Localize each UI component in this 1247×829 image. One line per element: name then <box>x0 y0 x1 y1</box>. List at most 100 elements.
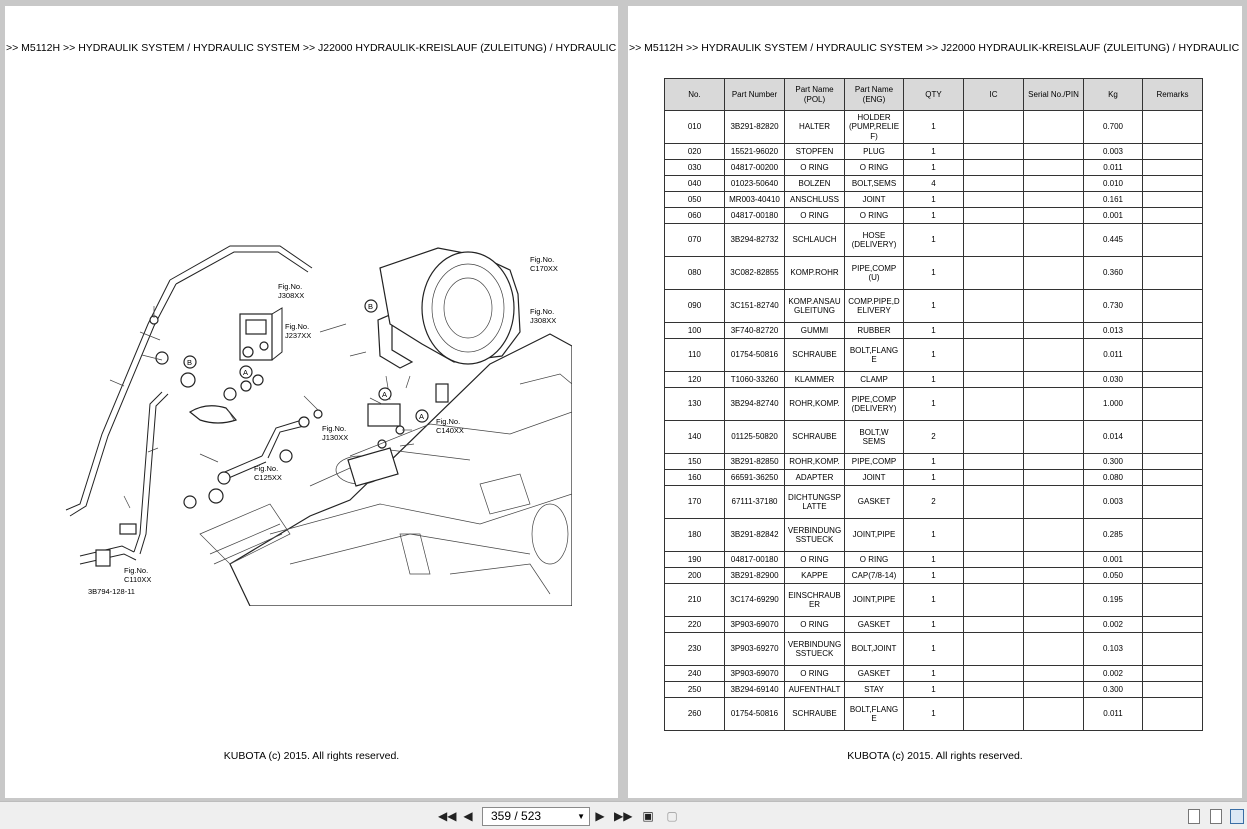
table-cell <box>1142 632 1203 666</box>
table-cell: 010 <box>664 110 725 144</box>
table-cell <box>1023 632 1084 666</box>
table-cell <box>1142 387 1203 421</box>
page-number-select[interactable]: 359 / 523 ▼ <box>482 807 590 826</box>
table-cell: PIPE,COMP(U) <box>844 256 904 290</box>
table-cell: SCHRAUBE <box>784 420 845 454</box>
table-cell: 3C174-69290 <box>724 583 785 617</box>
table-cell <box>963 223 1024 257</box>
marker-a-3: A <box>419 412 424 421</box>
table-cell: 3B294-69140 <box>724 681 785 698</box>
table-cell: 04817-00180 <box>724 207 785 224</box>
table-cell: 030 <box>664 159 725 176</box>
table-cell <box>963 567 1024 584</box>
table-cell: 1 <box>903 322 964 339</box>
table-cell: O RING <box>784 665 845 682</box>
table-cell: 1 <box>903 616 964 633</box>
table-cell: 1 <box>903 632 964 666</box>
fig-ref-5-a: Fig.No. <box>322 424 346 433</box>
table-cell: 1 <box>903 518 964 552</box>
continuous-view-icon[interactable] <box>1210 809 1222 824</box>
table-cell <box>963 697 1024 731</box>
table-cell <box>1023 567 1084 584</box>
table-cell <box>1142 469 1203 486</box>
table-cell <box>963 583 1024 617</box>
column-header: QTY <box>903 78 964 111</box>
table-cell: 3C151-82740 <box>724 289 785 323</box>
column-header: No. <box>664 78 725 111</box>
table-cell <box>1023 175 1084 192</box>
chevron-down-icon: ▼ <box>577 812 585 821</box>
fit-width-icon[interactable]: ▢ <box>666 809 678 823</box>
table-cell <box>1142 207 1203 224</box>
table-cell: 100 <box>664 322 725 339</box>
table-cell: 2 <box>903 420 964 454</box>
table-cell: 120 <box>664 371 725 388</box>
table-cell: STOPFEN <box>784 143 845 160</box>
column-header: Remarks <box>1142 78 1203 111</box>
valve-block <box>239 307 283 361</box>
parts-diagram: 110 B A B A A Fig.No. J308XX Fig.No. J23… <box>65 245 572 606</box>
table-cell: 020 <box>664 143 725 160</box>
fig-ref-8-a: Fig.No. <box>124 566 148 575</box>
next-page-icon[interactable]: ▶ <box>595 809 605 823</box>
table-cell <box>1142 175 1203 192</box>
fig-ref-5-b: J130XX <box>322 433 348 442</box>
table-cell: GASKET <box>844 485 904 519</box>
table-cell: 3B294-82740 <box>724 387 785 421</box>
table-cell: JOINT <box>844 469 904 486</box>
table-cell: ANSCHLUSS <box>784 191 845 208</box>
table-cell: 1 <box>903 289 964 323</box>
table-cell: 1.000 <box>1083 387 1143 421</box>
table-cell: O RING <box>784 207 845 224</box>
table-cell: 0.003 <box>1083 485 1143 519</box>
table-cell: 0.195 <box>1083 583 1143 617</box>
table-cell: 0.002 <box>1083 665 1143 682</box>
table-cell <box>1023 469 1084 486</box>
table-cell: SCHLAUCH <box>784 223 845 257</box>
table-cell <box>1142 143 1203 160</box>
first-page-icon[interactable]: ◀◀ <box>438 809 457 823</box>
table-cell <box>1023 110 1084 144</box>
table-cell: 060 <box>664 207 725 224</box>
last-page-icon[interactable]: ▶▶ <box>614 809 633 823</box>
prev-page-icon[interactable]: ◀ <box>463 809 473 823</box>
table-cell <box>1023 289 1084 323</box>
letter-markers: B A B A A <box>183 299 429 423</box>
table-cell: 04817-00200 <box>724 159 785 176</box>
table-cell <box>963 518 1024 552</box>
two-page-view-icon[interactable] <box>1230 809 1244 824</box>
single-page-view-icon[interactable] <box>1188 809 1200 824</box>
fig-ref-8-b: C110XX <box>124 575 151 584</box>
table-cell: PLUG <box>844 143 904 160</box>
table-cell <box>1023 583 1084 617</box>
table-cell: CLAMP <box>844 371 904 388</box>
table-cell: GASKET <box>844 665 904 682</box>
table-cell: 0.001 <box>1083 551 1143 568</box>
table-cell: 1 <box>903 697 964 731</box>
table-cell <box>963 256 1024 290</box>
table-cell: 210 <box>664 583 725 617</box>
table-cell: AUFENTHALT <box>784 681 845 698</box>
table-cell: HALTER <box>784 110 845 144</box>
fig-ref-4-b: J308XX <box>530 316 556 325</box>
table-cell: 3B291-82842 <box>724 518 785 552</box>
table-cell <box>963 453 1024 470</box>
column-header: IC <box>963 78 1024 111</box>
table-cell <box>1023 518 1084 552</box>
fig-ref-6-b: C140XX <box>436 426 464 435</box>
fit-page-icon[interactable]: ▣ <box>642 809 654 823</box>
table-cell: PIPE,COMP <box>844 453 904 470</box>
table-cell: BOLT,SEMS <box>844 175 904 192</box>
table-cell <box>1142 567 1203 584</box>
marker-a-1: A <box>243 368 248 377</box>
